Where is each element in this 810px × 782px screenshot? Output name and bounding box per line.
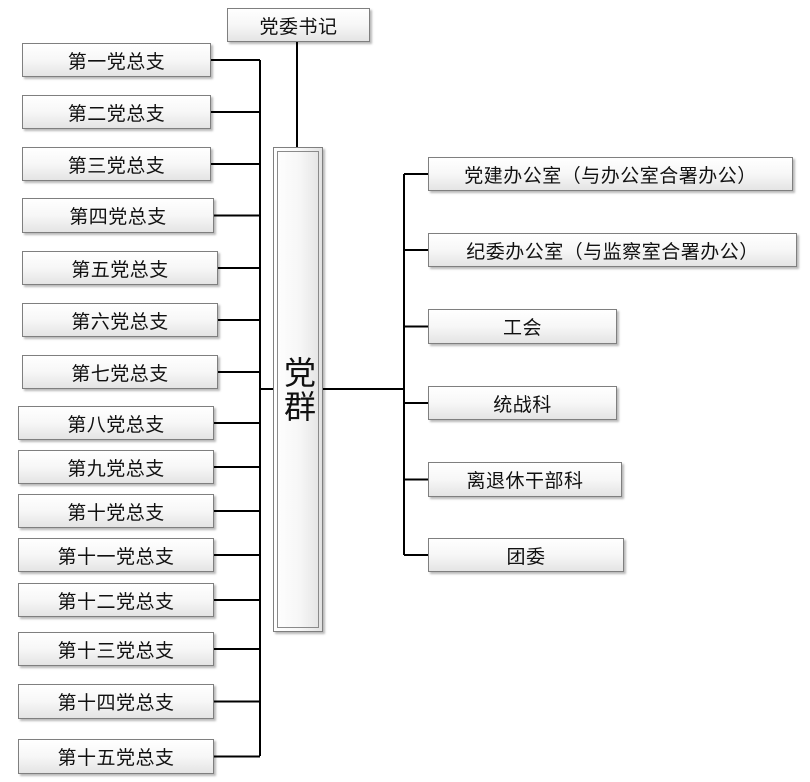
branch-label: 第七党总支 xyxy=(71,362,169,385)
branch-label: 第八党总支 xyxy=(67,413,165,436)
branch-label: 第六党总支 xyxy=(71,310,169,333)
branch-box: 第二党总支 xyxy=(22,95,211,129)
department-label: 统战科 xyxy=(493,393,552,416)
branch-box: 第十一党总支 xyxy=(18,538,214,572)
branch-box: 第十党总支 xyxy=(18,494,214,528)
department-box: 纪委办公室（与监察室合署办公） xyxy=(428,233,797,267)
department-label: 党建办公室（与办公室合署办公） xyxy=(464,164,757,187)
branch-label: 第五党总支 xyxy=(71,258,169,281)
branch-box: 第十三党总支 xyxy=(18,632,214,666)
party-secretary-box: 党委书记 xyxy=(227,8,370,42)
branch-box: 第九党总支 xyxy=(18,450,214,484)
department-label: 离退休干部科 xyxy=(466,470,584,492)
branch-label: 第一党总支 xyxy=(67,50,166,73)
branch-label: 第十四党总支 xyxy=(57,692,175,714)
branch-label: 第二党总支 xyxy=(67,102,166,125)
branch-box: 第七党总支 xyxy=(22,355,218,389)
department-label: 纪委办公室（与监察室合署办公） xyxy=(466,240,759,263)
party-mass-box: 党群 xyxy=(273,147,323,632)
department-label: 团委 xyxy=(506,545,546,568)
branch-box: 第一党总支 xyxy=(22,43,211,77)
branch-label: 第十一党总支 xyxy=(57,545,175,568)
branch-box: 第十五党总支 xyxy=(18,739,214,774)
branch-box: 第十二党总支 xyxy=(18,583,214,617)
party-mass-label: 党群 xyxy=(279,355,317,424)
branch-box: 第十四党总支 xyxy=(18,684,214,719)
department-box: 工会 xyxy=(428,309,617,344)
party-secretary-label: 党委书记 xyxy=(259,15,338,38)
branch-box: 第六党总支 xyxy=(22,303,218,337)
branch-box: 第八党总支 xyxy=(18,406,214,440)
department-label: 工会 xyxy=(502,317,542,339)
branch-label: 第九党总支 xyxy=(67,457,165,480)
department-box: 离退休干部科 xyxy=(428,462,622,497)
branch-label: 第四党总支 xyxy=(69,206,167,228)
branch-label: 第十五党总支 xyxy=(57,747,175,769)
branch-box: 第五党总支 xyxy=(22,251,218,285)
department-box: 统战科 xyxy=(428,386,617,420)
branch-label: 第十三党总支 xyxy=(57,639,175,662)
branch-label: 第十党总支 xyxy=(67,501,165,524)
department-box: 团委 xyxy=(428,538,624,572)
department-box: 党建办公室（与办公室合署办公） xyxy=(428,157,793,191)
branch-box: 第四党总支 xyxy=(22,198,214,233)
branch-label: 第三党总支 xyxy=(67,154,166,177)
branch-label: 第十二党总支 xyxy=(57,590,175,613)
branch-box: 第三党总支 xyxy=(22,147,211,181)
